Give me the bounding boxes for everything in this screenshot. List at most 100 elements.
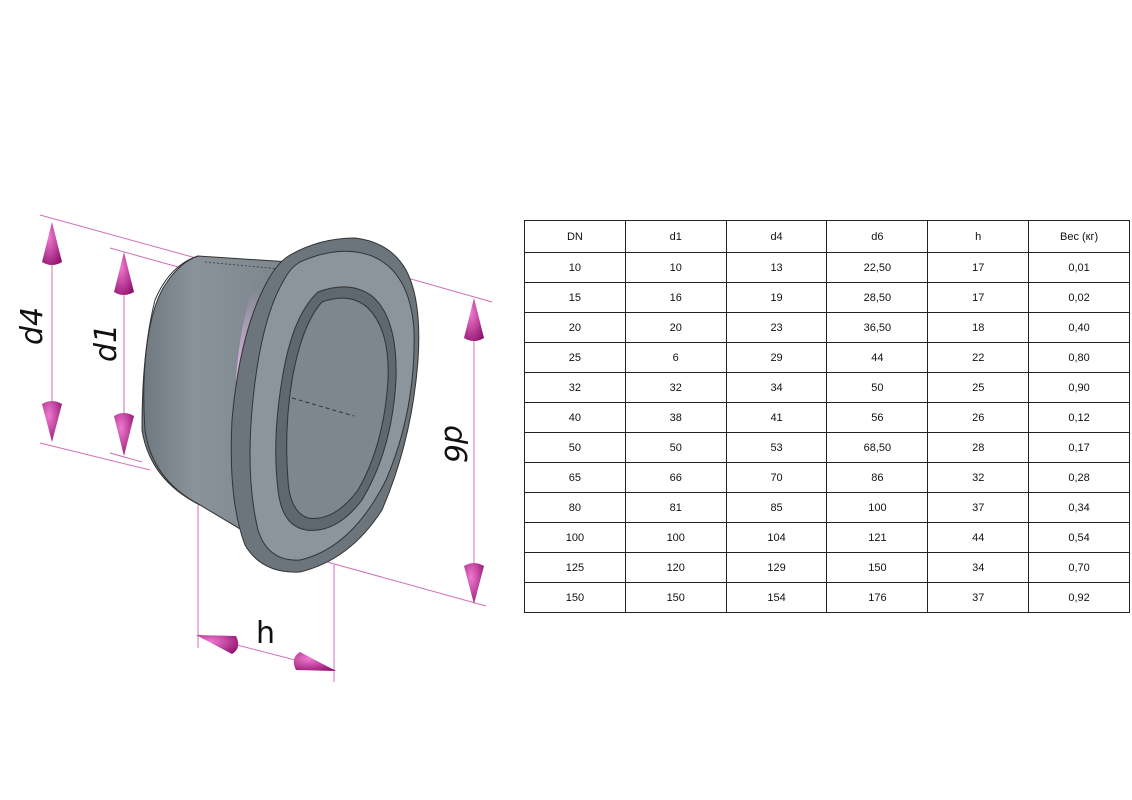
table-cell: 6 <box>624 342 727 373</box>
table-cell: 40 <box>524 402 626 433</box>
table-cell: 125 <box>524 552 626 583</box>
table-cell: 26 <box>927 402 1030 433</box>
table-cell: 104 <box>725 522 828 553</box>
table-cell: 0,90 <box>1028 372 1130 403</box>
table-cell: 18 <box>927 312 1030 343</box>
table-cell: 80 <box>524 492 626 523</box>
label-d1: d1 <box>89 324 124 362</box>
table-cell: 0,70 <box>1028 552 1130 583</box>
table-cell: 0,80 <box>1028 342 1130 373</box>
table-cell: 38 <box>624 402 727 433</box>
table-cell: 15 <box>524 282 626 313</box>
table-cell: 56 <box>826 402 929 433</box>
table-cell: 0,01 <box>1028 252 1130 283</box>
table-cell: 13 <box>725 252 828 283</box>
h-arrow-right <box>293 652 336 671</box>
header-d4: d4 <box>725 220 828 253</box>
table-cell: 0,28 <box>1028 462 1130 493</box>
table-cell: 85 <box>725 492 828 523</box>
flange-drawing: d4 d1 d6 h <box>15 214 493 682</box>
table-cell: 100 <box>826 492 929 523</box>
table-cell: 44 <box>927 522 1030 553</box>
header-d6: d6 <box>826 220 929 253</box>
d6-arrow-top <box>464 298 484 341</box>
table-cell: 154 <box>725 582 828 613</box>
table-cell: 0,54 <box>1028 522 1130 553</box>
table-cell: 29 <box>725 342 828 373</box>
table-cell: 0,02 <box>1028 282 1130 313</box>
header-d1: d1 <box>624 220 727 253</box>
table-cell: 17 <box>927 252 1030 283</box>
table-cell: 17 <box>927 282 1030 313</box>
table-cell: 32 <box>524 372 626 403</box>
table-cell: 86 <box>826 462 929 493</box>
table-cell: 23 <box>725 312 828 343</box>
table-cell: 120 <box>624 552 727 583</box>
table-cell: 66 <box>624 462 727 493</box>
table-cell: 68,50 <box>826 432 929 463</box>
table-cell: 10 <box>624 252 727 283</box>
header-dn: DN <box>524 220 626 253</box>
d6-arrow-bottom <box>464 563 484 604</box>
table-cell: 50 <box>624 432 727 463</box>
table-cell: 41 <box>725 402 828 433</box>
table-cell: 25 <box>927 372 1030 403</box>
flange-ring <box>230 237 420 573</box>
table-cell: 44 <box>826 342 929 373</box>
table-cell: 16 <box>624 282 727 313</box>
table-cell: 100 <box>524 522 626 553</box>
table-cell: 34 <box>725 372 828 403</box>
header-h: h <box>927 220 1030 253</box>
table-cell: 70 <box>725 462 828 493</box>
d4-arrow-bottom <box>42 401 62 442</box>
table-cell: 20 <box>524 312 626 343</box>
table-cell: 20 <box>624 312 727 343</box>
header-weight: Вес (кг) <box>1028 220 1130 253</box>
table-cell: 10 <box>524 252 626 283</box>
table-cell: 22,50 <box>826 252 929 283</box>
table-cell: 150 <box>624 582 727 613</box>
label-d6: d6 <box>437 425 472 463</box>
table-cell: 0,92 <box>1028 582 1130 613</box>
table-cell: 0,34 <box>1028 492 1130 523</box>
dimension-arrows <box>42 222 484 671</box>
table-cell: 50 <box>524 432 626 463</box>
table-cell: 0,12 <box>1028 402 1130 433</box>
d1-arrow-top <box>114 252 134 295</box>
table-cell: 34 <box>927 552 1030 583</box>
table-cell: 50 <box>826 372 929 403</box>
label-d4: d4 <box>15 307 50 345</box>
table-cell: 28 <box>927 432 1030 463</box>
table-cell: 150 <box>524 582 626 613</box>
h-arrow-left <box>196 635 239 654</box>
table-header-row: DN d1 d4 d6 h Вес (кг) <box>524 220 1130 253</box>
table-cell: 32 <box>927 462 1030 493</box>
table-cell: 22 <box>927 342 1030 373</box>
table-cell: 121 <box>826 522 929 553</box>
table-cell: 37 <box>927 492 1030 523</box>
table-cell: 129 <box>725 552 828 583</box>
table-cell: 36,50 <box>826 312 929 343</box>
d4-arrow-top <box>42 222 62 265</box>
table-cell: 81 <box>624 492 727 523</box>
table-cell: 100 <box>624 522 727 553</box>
table-cell: 53 <box>725 432 828 463</box>
table-cell: 0,17 <box>1028 432 1130 463</box>
table-cell: 32 <box>624 372 727 403</box>
table-cell: 150 <box>826 552 929 583</box>
table-cell: 176 <box>826 582 929 613</box>
